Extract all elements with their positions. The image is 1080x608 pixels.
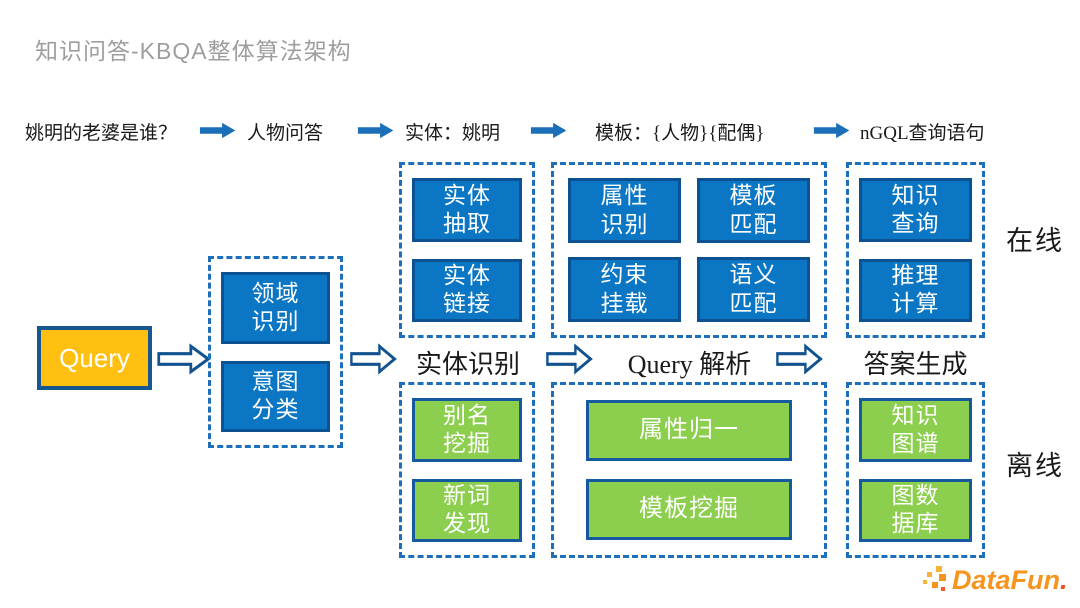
stage-label-answer: 答案生成	[863, 350, 968, 379]
module-box-attr-normalize: 属性归一	[586, 400, 792, 461]
flow-step-entity: 实体：姚明	[405, 123, 501, 144]
query-box: Query	[37, 326, 152, 390]
flow-step-ngql: nGQL查询语句	[860, 123, 985, 144]
step-arrow-icon	[157, 343, 211, 375]
step-arrow-icon	[546, 343, 593, 375]
stage-label-parse: Query 解析	[627, 350, 752, 379]
flow-arrow-icon	[530, 122, 567, 139]
entity-offline-group: 别名 挖掘 新词 发现	[399, 382, 535, 558]
module-box-semantic-match: 语义 匹配	[697, 257, 810, 322]
page-title: 知识问答-KBQA整体算法架构	[35, 38, 352, 64]
online-label: 在线	[1006, 226, 1064, 256]
module-box-constraint: 约束 挂载	[568, 257, 681, 322]
module-box-template-match: 模板 匹配	[697, 178, 810, 243]
flow-step-question: 姚明的老婆是谁？	[25, 123, 178, 144]
logo-wordmark: DataFun	[952, 564, 1060, 595]
module-box-reasoning: 推理 计算	[859, 258, 972, 322]
module-box-alias-mining: 别名 挖掘	[412, 398, 522, 462]
module-box-entity-link: 实体 链接	[412, 258, 522, 322]
flow-step-template: 模板：{人物}{配偶}	[595, 123, 765, 144]
module-box-knowledge-graph: 知识 图谱	[859, 398, 972, 462]
module-box-graph-db: 图数 据库	[859, 478, 972, 542]
flow-arrow-icon	[199, 122, 236, 139]
entity-online-group: 实体 抽取 实体 链接	[399, 162, 535, 338]
logo-period: .	[1060, 564, 1068, 595]
step-arrow-icon	[776, 343, 823, 375]
offline-label: 离线	[1006, 451, 1064, 481]
flow-step-intent: 人物问答	[247, 123, 324, 144]
parse-offline-group: 属性归一 模板挖掘	[551, 382, 827, 558]
datafun-logo: DataFun.	[922, 560, 1068, 600]
step-arrow-icon	[350, 343, 397, 375]
answer-online-group: 知识 查询 推理 计算	[846, 162, 985, 338]
module-box-entity-extract: 实体 抽取	[412, 178, 522, 242]
answer-offline-group: 知识 图谱 图数 据库	[846, 382, 985, 558]
stage-label-entity: 实体识别	[415, 350, 520, 379]
flow-arrow-icon	[357, 122, 394, 139]
module-box-domain: 领域 识别	[221, 272, 330, 344]
parse-online-group: 属性 识别 模板 匹配 约束 挂载 语义 匹配	[551, 162, 827, 338]
pixel-dust-icon	[922, 563, 950, 597]
flow-arrow-icon	[813, 122, 850, 139]
module-box-template-mining: 模板挖掘	[586, 479, 792, 540]
module-box-attr-recog: 属性 识别	[568, 178, 681, 243]
stage-domain-intent-group: 领域 识别 意图 分类	[208, 256, 343, 448]
module-box-new-word: 新词 发现	[412, 478, 522, 542]
module-box-intent: 意图 分类	[221, 360, 330, 432]
module-box-knowledge-query: 知识 查询	[859, 178, 972, 242]
